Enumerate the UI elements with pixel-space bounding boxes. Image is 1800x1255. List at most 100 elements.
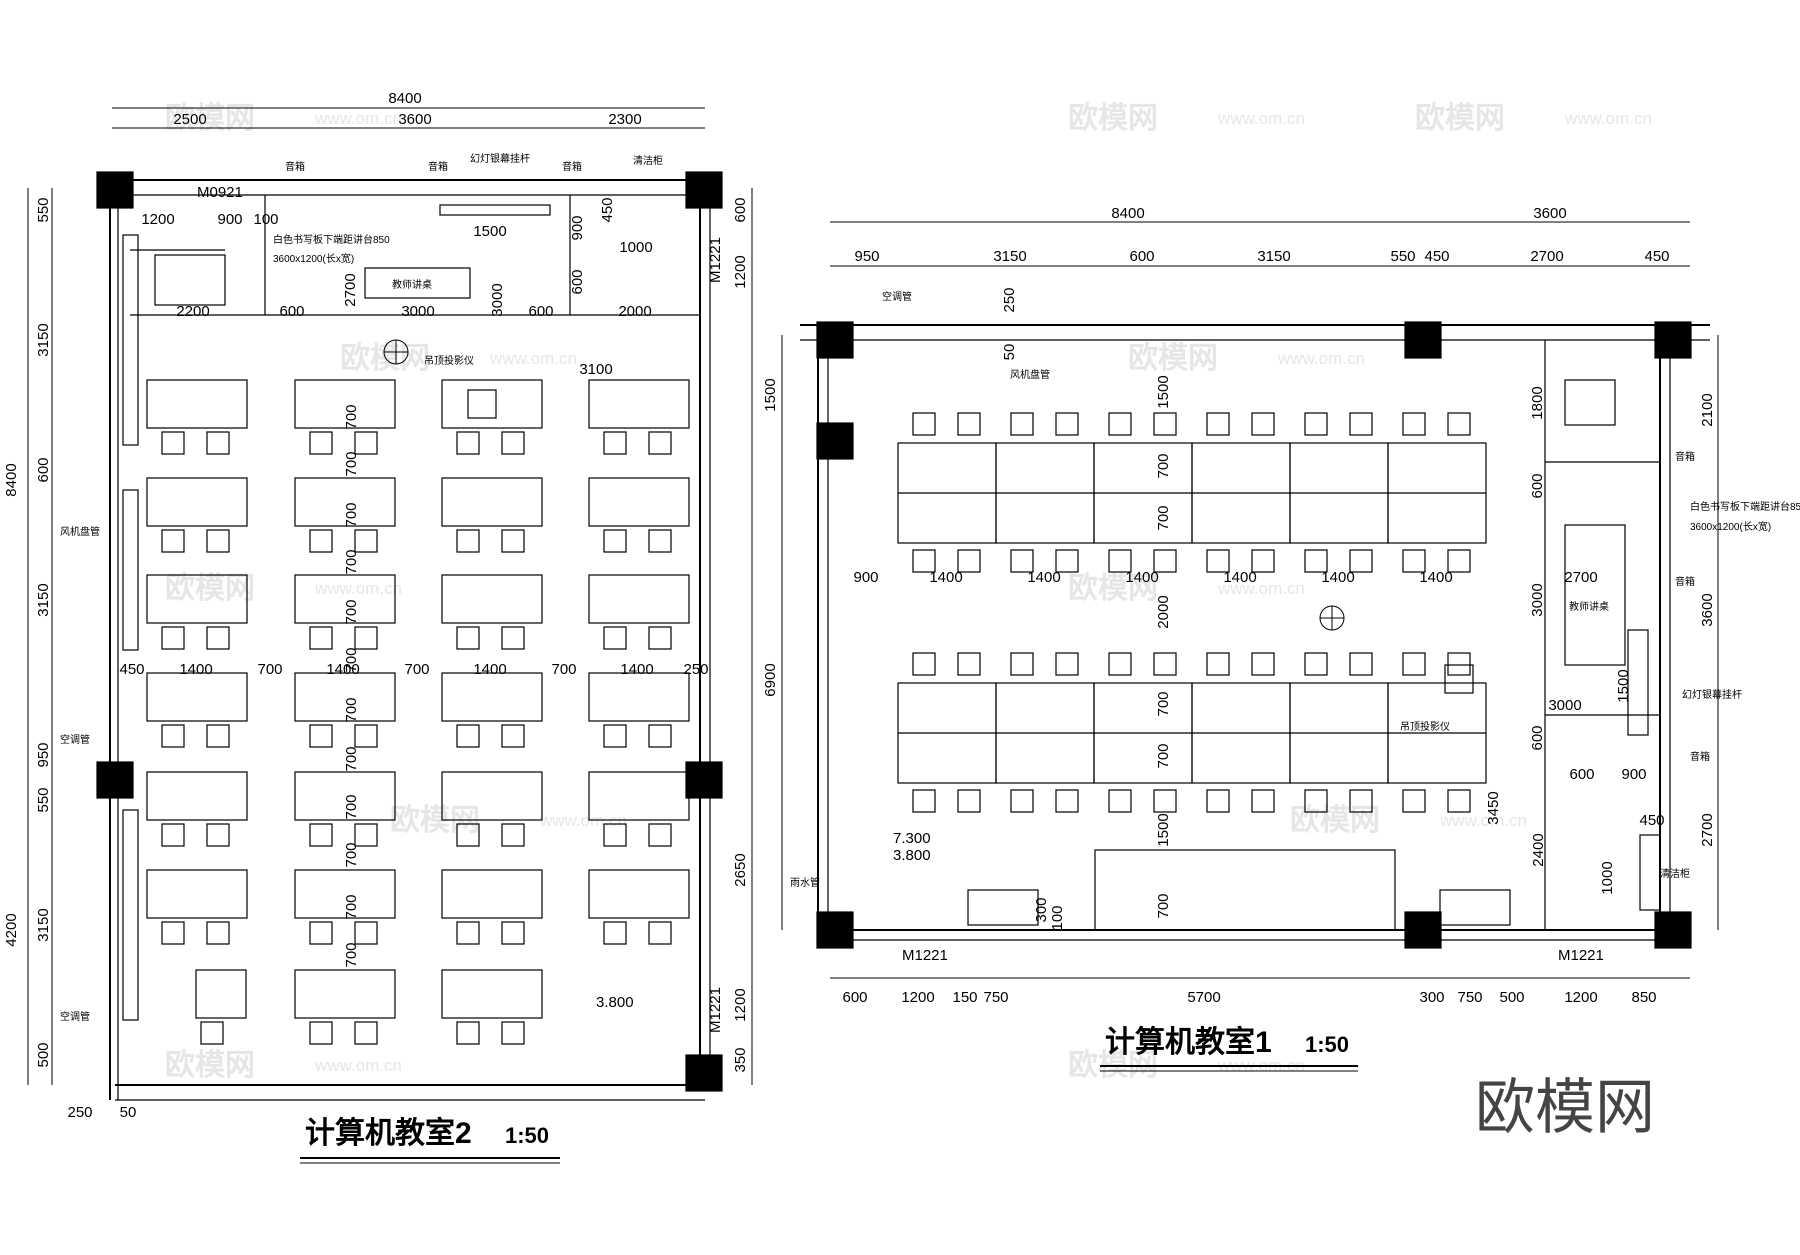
student-chair <box>1055 652 1079 676</box>
room1-label-cleaning: 清洁柜 <box>1660 867 1690 880</box>
room1-bottom-seg: 5700 <box>1187 989 1220 1006</box>
student-desk <box>441 672 543 722</box>
room1-top-seg: 450 <box>1644 248 1669 265</box>
room1-door-right-label: M1221 <box>1558 947 1604 964</box>
student-desk <box>588 379 690 429</box>
room2-door-top-label: M0921 <box>197 184 243 201</box>
watermark-url: www.om.cn <box>314 109 402 128</box>
room2-front-dim: 1200 <box>141 211 174 228</box>
room1-front-dim: 1800 <box>1529 386 1546 419</box>
student-chair <box>206 823 230 847</box>
student-chair <box>1447 549 1471 573</box>
watermark-url: www.om.cn <box>539 811 627 830</box>
student-chair <box>206 431 230 455</box>
student-chair <box>161 529 185 553</box>
room1-label-whiteboard-size: 3600x1200(长x宽) <box>1690 520 1771 533</box>
room2-right-seg: 1200 <box>732 988 749 1021</box>
student-chair <box>1304 549 1328 573</box>
room2-front-dim: 2700 <box>342 273 359 306</box>
room1-inner-dim: 700 <box>1155 691 1172 716</box>
room2-left-seg: 550 <box>35 787 52 812</box>
room2-front-dim: 100 <box>253 211 278 228</box>
room1-row-dim: 1400 <box>1027 569 1060 586</box>
student-chair <box>456 431 480 455</box>
room1-row-dim: 1400 <box>1223 569 1256 586</box>
student-chair <box>1349 412 1373 436</box>
student-chair <box>501 626 525 650</box>
student-desk <box>441 771 543 821</box>
room1-label-speaker: 音箱 <box>1690 750 1710 763</box>
room2-label-whiteboard: 白色书写板下端距讲台850 <box>273 233 390 246</box>
room1-right-seg: 3600 <box>1699 593 1716 626</box>
student-desk <box>441 869 543 919</box>
room2-left-seg: 3150 <box>35 908 52 941</box>
room2-right-seg: 600 <box>732 197 749 222</box>
student-desk <box>294 869 396 919</box>
student-chair <box>501 431 525 455</box>
room1-top-seg: 3150 <box>1257 248 1290 265</box>
student-chair <box>603 529 627 553</box>
room1-front-dim: 1500 <box>1615 669 1632 702</box>
watermark-url: www.om.cn <box>314 1056 402 1075</box>
student-chair <box>354 921 378 945</box>
room2-left-seg: 500 <box>35 1042 52 1067</box>
room2-aisle-dim: 700 <box>343 549 360 574</box>
room1-right-seg: 2100 <box>1699 393 1716 426</box>
room2-door-right-top-label: M1221 <box>707 237 724 283</box>
room2-right-seg: 2650 <box>732 853 749 886</box>
room2-front-dim: 2000 <box>618 303 651 320</box>
room1-label-projector-rod: 幻灯银幕挂杆 <box>1682 688 1742 701</box>
room2-label-speaker: 音箱 <box>285 160 305 173</box>
room1-inner-dim: 50 <box>1001 344 1018 361</box>
room2-front-dim: 900 <box>569 215 586 240</box>
room2-right-seg: 350 <box>732 1047 749 1072</box>
student-chair <box>1349 549 1373 573</box>
student-chair <box>648 823 672 847</box>
student-chair <box>603 823 627 847</box>
room2-front-dim: 900 <box>217 211 242 228</box>
watermark-url: www.om.cn <box>1439 811 1527 830</box>
watermark-text: 欧模网 <box>165 572 255 605</box>
room1-front-dim: 450 <box>1639 812 1664 829</box>
room1-front-dim: 900 <box>1621 766 1646 783</box>
watermark-text: 欧模网 <box>1068 102 1158 135</box>
room1-front-dim: 600 <box>1529 725 1546 750</box>
room2-front-dim: 3100 <box>579 361 612 378</box>
student-chair <box>648 626 672 650</box>
room2-left-total-upper: 8400 <box>3 463 20 496</box>
room1-front-dim: 3000 <box>1529 583 1546 616</box>
room1-row-dim: 1400 <box>1125 569 1158 586</box>
room1-front-dim: 2700 <box>1564 569 1597 586</box>
student-desk <box>294 672 396 722</box>
student-chair <box>603 724 627 748</box>
room2-desk-grid <box>146 379 690 1045</box>
room2-label-whiteboard-size: 3600x1200(长x宽) <box>273 252 354 265</box>
student-chair <box>161 724 185 748</box>
room1-top-total-a: 8400 <box>1111 205 1144 222</box>
student-chair <box>354 724 378 748</box>
student-chair <box>603 626 627 650</box>
room1-top-seg: 2700 <box>1530 248 1563 265</box>
student-chair <box>456 1021 480 1045</box>
student-chair <box>1153 652 1177 676</box>
room1-inner-dim: 2400 <box>1530 833 1547 866</box>
student-desk <box>195 969 247 1019</box>
student-chair <box>603 431 627 455</box>
student-desk <box>441 969 543 1019</box>
student-desk <box>146 771 248 821</box>
room2-top-seg-2: 3600 <box>398 111 431 128</box>
room2-aisle-dim: 700 <box>343 599 360 624</box>
room1-label-fan-coil: 风机盘管 <box>1010 368 1050 381</box>
room2-title: 计算机教室2 <box>305 1116 472 1150</box>
student-desk <box>588 771 690 821</box>
watermark-text: 欧模网 <box>1415 102 1505 135</box>
room1-desk-grid <box>897 412 1487 813</box>
student-chair <box>200 1021 224 1045</box>
student-chair <box>354 626 378 650</box>
room1-inner-dim: 700 <box>1155 505 1172 530</box>
room1-label-speaker: 音箱 <box>1675 450 1695 463</box>
student-desk <box>441 574 543 624</box>
room1-bottom-seg: 600 <box>842 989 867 1006</box>
room1-bottom-seg: 1200 <box>901 989 934 1006</box>
